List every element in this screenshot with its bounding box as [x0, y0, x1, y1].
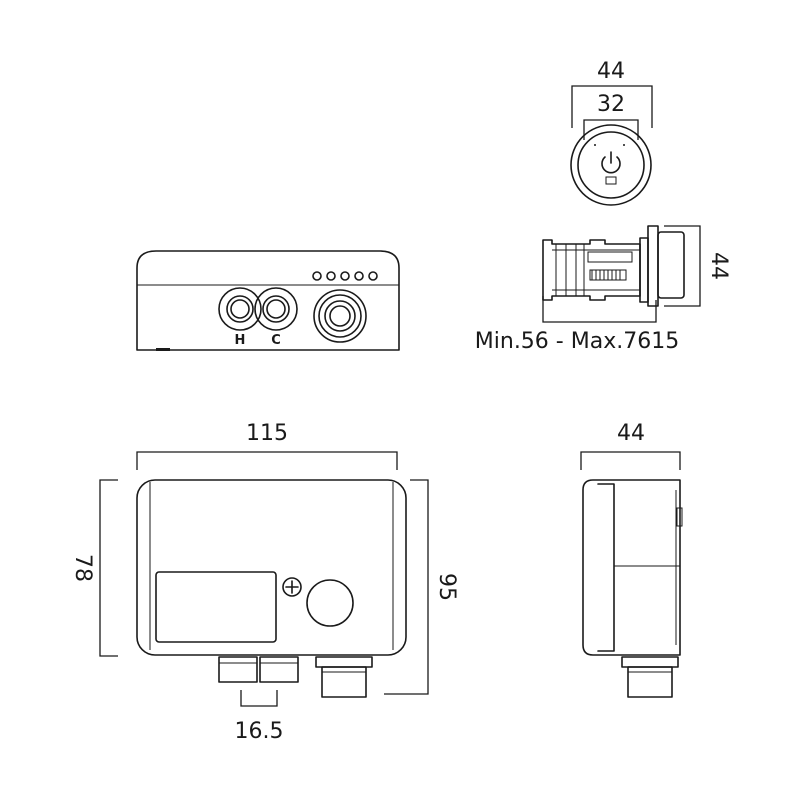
screw-icon	[282, 577, 302, 597]
cable-gland	[313, 289, 367, 343]
unit-depth-dim: 44	[617, 421, 645, 446]
control-unit-top-view: H C	[136, 250, 400, 351]
unit-body-height-dim: 78	[70, 554, 95, 582]
cold-label: C	[271, 333, 281, 348]
hot-inlet	[218, 287, 262, 331]
unit-width-dim: 115	[246, 421, 288, 446]
hot-label: H	[235, 333, 246, 348]
unit-total-height-dim: 95	[434, 573, 459, 601]
control-unit-side-view: 44	[580, 421, 683, 698]
button-front-view: 44 32	[570, 59, 653, 206]
control-unit-front-view: 115 78 95 16.5	[70, 421, 459, 744]
button-width-inner-dim: 32	[597, 92, 625, 117]
cold-inlet	[254, 287, 298, 331]
inlet-pitch-dim: 16.5	[235, 719, 284, 744]
button-depth-range-dim: Min.56 - Max.7615	[475, 329, 679, 354]
button-width-outer-dim: 44	[597, 59, 625, 84]
button-side-view: 44 Min.56 - Max.7615	[475, 225, 731, 354]
power-icon	[601, 151, 621, 174]
button-height-dim: 44	[706, 252, 731, 280]
